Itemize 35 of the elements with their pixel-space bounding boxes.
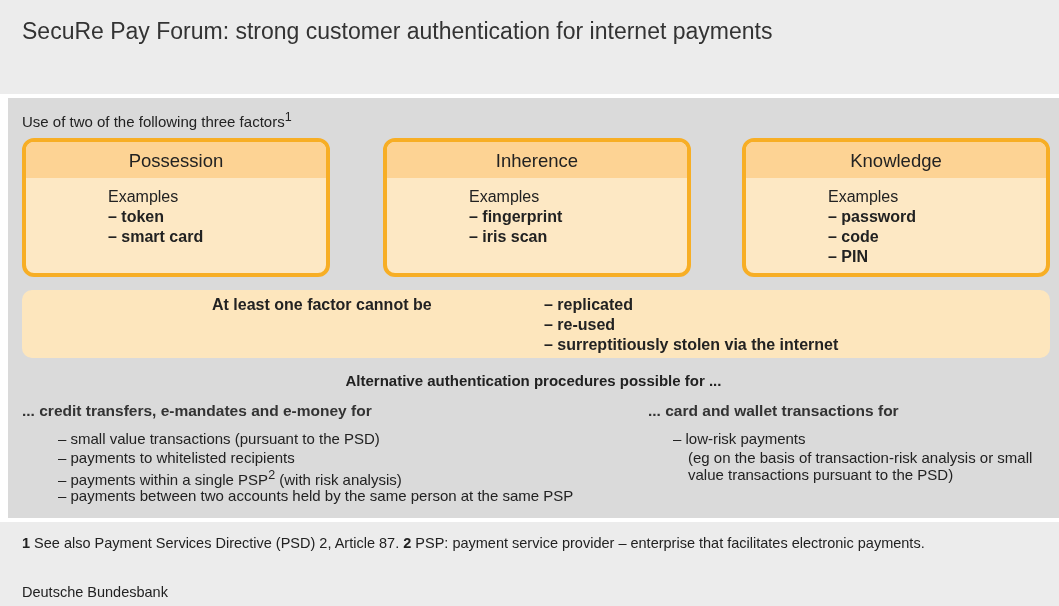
list-item: – payments between two accounts held by the same person at the same PSP [58, 487, 574, 504]
subheading: ... credit transfers, e-mandates and e-money for [22, 402, 372, 420]
list-item: – replicated [544, 296, 633, 314]
list-heading: Examples [469, 188, 540, 206]
content-panel [8, 98, 1059, 518]
list-item: – code [828, 228, 879, 246]
list-item: – payments to whitelisted recipients [58, 449, 295, 466]
list-heading: Examples [828, 188, 899, 206]
heading: Alternative authentication procedures possible for ... [344, 372, 723, 389]
card-title: Knowledge [849, 150, 943, 172]
list-item: – low-risk payments [673, 430, 806, 447]
subheading: ... card and wallet transactions for [648, 402, 899, 420]
list-item: – small value transactions (pursuant to the PSD) [58, 430, 380, 447]
heading: Use of two of the following three factors$^{1}$ [22, 110, 292, 130]
factor-card [742, 138, 1050, 277]
list-item: – surreptitiously stolen via the internet [544, 336, 839, 354]
list-item: – iris scan [469, 228, 548, 246]
list-heading: Examples [108, 188, 179, 206]
card-title: Possession [127, 150, 225, 172]
list-item: – payments within a single PSP$^{2}$ (with risk analysis) [58, 468, 402, 488]
footnote: 1 See also Payment Services Directive (PSD) 2, Article 87. 2 PSP: payment service provider – enterprise that facilitates electronic payments. [22, 534, 926, 553]
list-item: – password [828, 208, 917, 226]
source-note: Deutsche Bundesbank [22, 584, 168, 600]
factor-card [22, 138, 330, 277]
title: SecuRe Pay Forum: strong customer authentication for internet payments [22, 18, 773, 45]
note: (eg on the basis of transaction-risk analysis or small value transactions pursuant to the PSD) [688, 449, 1034, 483]
list-item: – PIN [828, 248, 868, 266]
requirement-band [22, 290, 1050, 358]
list-item: – fingerprint [469, 208, 563, 226]
statement: At least one factor cannot be [212, 296, 432, 314]
card-title: Inherence [494, 150, 580, 172]
factor-card [383, 138, 691, 277]
list-item: – re-used [544, 316, 616, 334]
list-item: – token [108, 208, 164, 226]
list-item: – smart card [108, 228, 204, 246]
